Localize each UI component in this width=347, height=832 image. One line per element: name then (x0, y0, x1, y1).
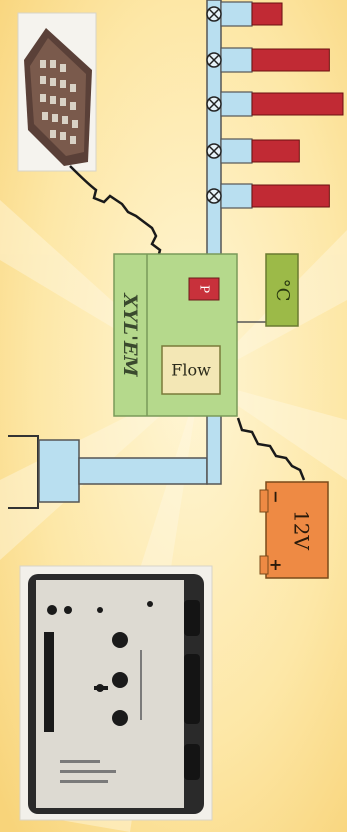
controller-label: XYL'EM (119, 293, 141, 378)
branch-pipe-1 (221, 2, 252, 26)
branch-pipe-5 (221, 184, 252, 208)
stem-bar-1 (252, 3, 282, 25)
data-logger-image (18, 13, 96, 171)
battery-voltage-label: 12V (290, 510, 314, 550)
battery-minus-label: − (267, 490, 286, 503)
stem-bar-4 (252, 140, 299, 162)
branch-pipe-4 (221, 139, 252, 163)
flow-label: Flow (171, 361, 211, 380)
branch-pipe-3 (221, 92, 252, 116)
stem-bar-3 (252, 93, 343, 115)
stem-bar-2 (252, 49, 329, 71)
battery-plus-label: + (267, 558, 286, 571)
pressure-label: P (198, 285, 212, 293)
stem-bar-5 (252, 185, 329, 207)
temperature-label: °C (272, 279, 293, 302)
branch-pipe-2 (221, 48, 252, 72)
instrument-image (20, 566, 212, 820)
